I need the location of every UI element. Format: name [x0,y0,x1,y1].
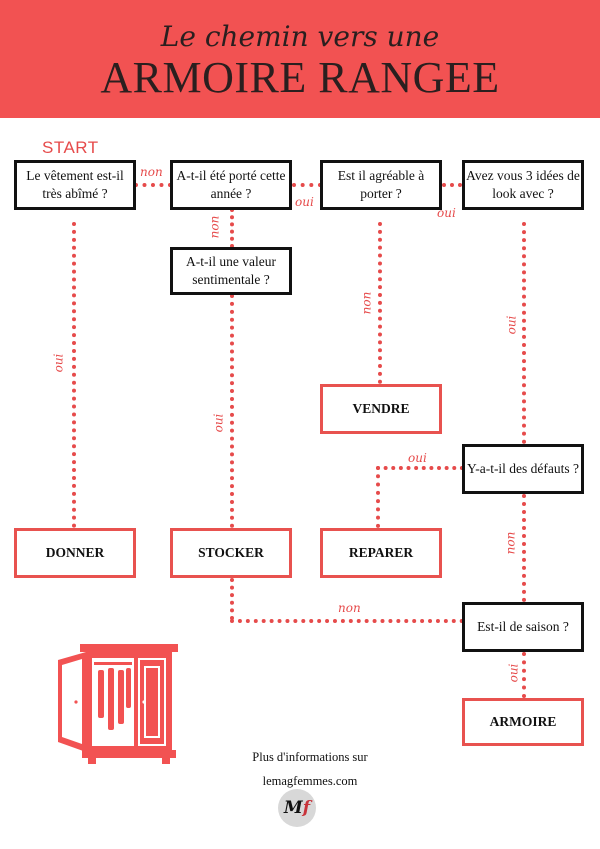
outcome-vendre: VENDRE [320,384,442,434]
edge-q4-q6 [522,222,526,444]
start-label: START [42,138,99,157]
edge-label-q2-q5: non [207,215,222,239]
edge-q3-q4 [442,183,462,187]
outcome-text: VENDRE [352,400,410,416]
edge-q5-stocker [230,294,234,528]
edge-label-q6-reparer: oui [408,451,427,465]
header-banner: Le chemin vers une ARMOIRE RANGEE [0,0,600,118]
edge-q7-armoire [522,652,526,698]
edge-q3-vendre [378,222,382,384]
footer-line1: Plus d'informations sur [252,750,368,764]
edge-label-q7-armoire: oui [506,663,521,683]
outcome-text: ARMOIRE [489,713,557,729]
edge-label-q2-q3: oui [295,195,314,209]
logo-m: M [283,798,303,818]
edge-label-q3-q4: oui [437,206,456,220]
edge-q6-q7 [522,494,526,602]
question-text: A-t-il été porté cette année ? [176,167,286,201]
edge-q6-reparer-v [376,466,380,528]
outcome-stocker: STOCKER [170,528,292,578]
outcome-text: DONNER [45,544,105,560]
header-title: ARMOIRE RANGEE [100,53,500,102]
question-text: Est il agréable à porter ? [337,167,425,201]
edge-stocker-q7-h [230,619,464,623]
edge-q1-q2 [134,183,172,187]
question-text: Est-il de saison ? [477,618,569,634]
question-valeur-sentimentale: A-t-il une valeur sentimentale ? [170,247,292,295]
edge-label-q5-stocker: oui [211,413,226,433]
edge-q1-donner [72,222,76,528]
edge-stocker-q7-v [230,578,234,620]
edge-q6-reparer-h [376,466,464,470]
logo-f: f [302,798,311,818]
wardrobe-icon [58,644,178,764]
edge-q2-q3 [292,183,322,187]
footer-link[interactable]: lemagfemmes.com [262,773,358,788]
question-3-idees-look: Avez vous 3 idées de look avec ? [462,160,584,210]
header-subtitle: Le chemin vers une [160,20,440,53]
footer-info: Plus d'informations sur lemagfemmes.com [220,746,400,794]
edge-label-q3-vendre: non [359,291,374,315]
edge-label-q1-q2: non [140,165,163,179]
edge-label-q6-q7: non [503,531,518,555]
question-agreable-a-porter: Est il agréable à porter ? [320,160,442,210]
question-text: A-t-il une valeur sentimentale ? [186,253,276,287]
question-defauts: Y-a-t-il des défauts ? [462,444,584,494]
outcome-donner: DONNER [14,528,136,578]
edge-q2-q5 [230,208,234,248]
question-porte-cette-annee: A-t-il été porté cette année ? [170,160,292,210]
outcome-text: STOCKER [198,544,264,560]
question-text: Y-a-t-il des défauts ? [466,460,580,476]
question-tres-abime: Le vêtement est-il très abîmé ? [14,160,136,210]
question-text: Avez vous 3 idées de look avec ? [466,167,580,201]
outcome-armoire: ARMOIRE [462,698,584,746]
edge-label-stocker-q7: non [338,601,361,615]
edge-label-q4-q6: oui [504,315,519,335]
question-de-saison: Est-il de saison ? [462,602,584,652]
outcome-text: REPARER [348,544,414,560]
edge-label-q1-donner: oui [51,353,66,373]
question-text: Le vêtement est-il très abîmé ? [26,167,124,201]
outcome-reparer: REPARER [320,528,442,578]
